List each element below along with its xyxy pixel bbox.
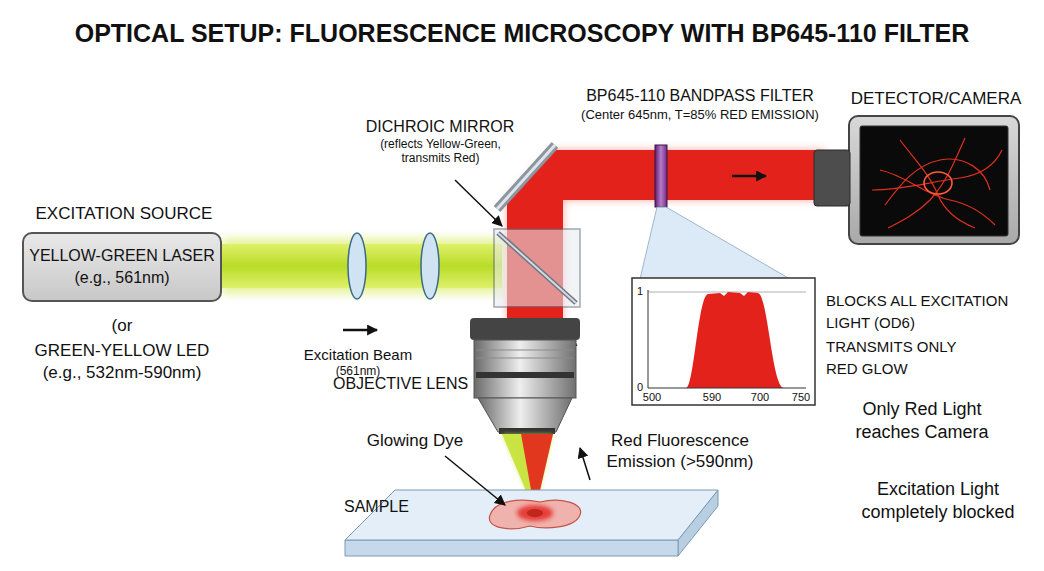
axis-tick: 1	[634, 285, 646, 298]
dichroic-cube	[494, 229, 580, 307]
diagram-title: OPTICAL SETUP: FLUORESCENCE MICROSCOPY W…	[75, 18, 970, 48]
axis	[648, 290, 649, 388]
axis-tick: 700	[748, 391, 772, 404]
slide-edge	[345, 540, 678, 556]
objective-ridge	[476, 358, 574, 359]
objective-rim	[470, 318, 580, 340]
bandpass-filter	[655, 145, 667, 207]
objective-tip	[499, 428, 555, 434]
dichroic-highlight	[498, 233, 576, 303]
direction-arrow	[343, 329, 377, 332]
leader-arrow	[455, 180, 502, 226]
section-heading: EXCITATION SOURCE	[4, 204, 244, 224]
dye-glow	[517, 505, 553, 521]
transmission-graph	[632, 278, 815, 405]
section-heading: DETECTOR/CAMERA	[830, 89, 1042, 109]
axis-tick: 750	[789, 391, 813, 404]
bandpass-curve	[650, 292, 784, 388]
axis	[648, 388, 806, 389]
result-note: Only Red Light reaches Camera	[852, 398, 992, 444]
component-label: DICHROIC MIRROR	[365, 117, 515, 136]
leader-arrow	[445, 456, 505, 505]
callout-label: Glowing Dye	[360, 431, 470, 451]
callout-label: Red Fluorescence Emission (>590nm)	[600, 430, 760, 472]
filter-note: TRANSMITS ONLY RED GLOW	[826, 336, 986, 380]
lens	[348, 233, 366, 299]
camera-lens-mount	[814, 150, 850, 206]
objective-ring	[476, 372, 574, 378]
direction-arrow	[732, 175, 766, 178]
objective-body	[474, 340, 576, 398]
objective-ridge	[476, 350, 574, 351]
filter-note: BLOCKS ALL EXCITATION LIGHT (OD6)	[826, 290, 1038, 334]
lens	[421, 233, 439, 299]
laser-box: EXCITATION SOURCEYELLOW-GREEN LASER (e.g…	[22, 232, 222, 302]
objective-nose	[478, 398, 572, 432]
slide-top	[345, 490, 718, 540]
axis-tick: 500	[640, 391, 664, 404]
zoom-leader	[640, 207, 790, 279]
axis-tick: 590	[700, 391, 724, 404]
component-note: (reflects Yellow-Green, transmits Red)	[368, 137, 513, 166]
cell	[489, 500, 580, 529]
component-label: OBJECTIVE LENS	[333, 374, 468, 393]
mirror-highlight	[497, 145, 555, 209]
mirror	[497, 145, 555, 209]
alternative-note: (or	[72, 316, 172, 336]
camera-body: DETECTOR/CAMERA	[848, 115, 1020, 245]
component-note: (Center 645nm, T=85% RED EMISSION)	[555, 107, 845, 123]
box-text: YELLOW-GREEN LASER (e.g., 561nm)	[27, 245, 217, 289]
component-label: BP645-110 BANDPASS FILTER	[565, 86, 835, 105]
beam-label: Excitation Beam	[288, 346, 428, 364]
nucleus	[527, 509, 543, 517]
gridline	[648, 292, 806, 293]
dichroic-mirror	[498, 233, 576, 303]
component-label: SAMPLE	[344, 497, 434, 516]
leader-arrow	[580, 448, 590, 480]
alternative-note: GREEN-YELLOW LED (e.g., 532nm-590nm)	[27, 340, 217, 384]
result-note: Excitation Light completely blocked	[852, 478, 1024, 524]
